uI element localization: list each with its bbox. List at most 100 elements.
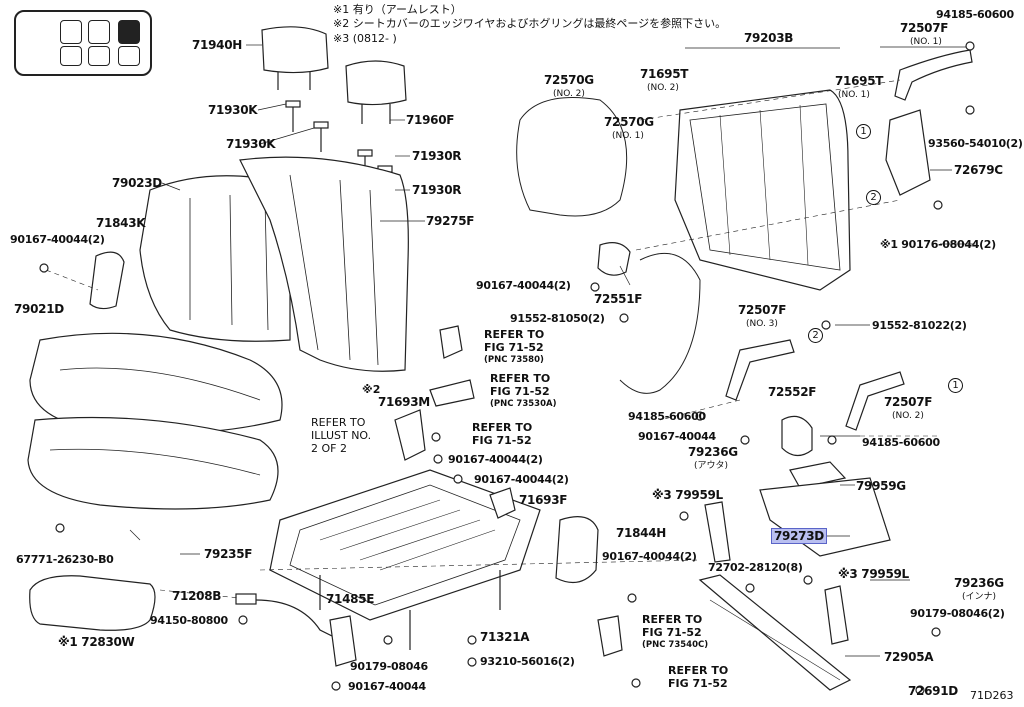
seat-cushion-79235F[interactable] [27, 416, 279, 510]
side-cover-71843K[interactable] [89, 251, 125, 310]
part-label-94185-60600[interactable]: 94185-60600 [628, 410, 706, 423]
circled-number-2: 2 [808, 328, 823, 343]
lever-72507F-no2[interactable] [845, 371, 905, 431]
part-label-71960F[interactable]: 71960F [406, 113, 455, 127]
part-label-67771-26230-B0[interactable]: 67771-26230-B0 [16, 553, 114, 566]
bracket-71693F[interactable] [489, 487, 516, 519]
part-label-90167-40044-2[interactable]: 90167-40044(2) [476, 279, 571, 292]
refer-to-fig-71-52[interactable]: REFER TO FIG 71-52 [472, 421, 532, 447]
part-label-71844H[interactable]: 71844H [616, 526, 666, 540]
highlight-79273D[interactable]: 79273D [771, 528, 827, 544]
part-label-90176-08044-2[interactable]: ※1 90176-08044(2) [880, 238, 996, 251]
strap-71208B[interactable] [235, 593, 357, 667]
cable-72570G-no2[interactable] [516, 97, 628, 217]
lever-72507F-no3[interactable] [725, 339, 795, 401]
part-label-93560-54010-2[interactable]: 93560-54010(2) [928, 137, 1023, 150]
thumb-cell-5[interactable] [88, 46, 110, 66]
part-label-72552F[interactable]: 72552F [768, 385, 817, 399]
part-label-79275F[interactable]: 79275F [426, 214, 475, 228]
part-label-94185-60600[interactable]: 94185-60600 [862, 436, 940, 449]
part-label-72507F-no1[interactable]: 72507F [900, 21, 949, 35]
part-label-93210-56016-2[interactable]: 93210-56016(2) [480, 655, 575, 668]
trim-79236G-inner[interactable] [824, 585, 849, 645]
part-label-71693M[interactable]: 71693M [378, 395, 430, 409]
part-label-72507F-no2[interactable]: 72507F [884, 395, 933, 409]
cover-79273D[interactable] [759, 477, 891, 557]
part-label-71930R[interactable]: 71930R [412, 183, 462, 197]
part-label-91552-81050-2[interactable]: 91552-81050(2) [510, 312, 605, 325]
refer-to-fig-71-52-pnc-73540C[interactable]: REFER TO FIG 71-52 (PNC 73540C) [642, 613, 708, 652]
seatback-frame-79203B[interactable] [674, 89, 851, 291]
part-label-90167-40044[interactable]: 90167-40044 [348, 680, 426, 693]
part-label-90167-40044-2[interactable]: 90167-40044(2) [474, 473, 569, 486]
part-label-79959G[interactable]: 79959G [856, 479, 906, 493]
part-label-94150-80800[interactable]: 94150-80800 [150, 614, 228, 627]
armrest-72830W[interactable] [29, 575, 156, 631]
trim-79236G-outer[interactable] [704, 501, 731, 563]
part-label-72551F[interactable]: 72551F [594, 292, 643, 306]
part-label-71930K[interactable]: 71930K [226, 137, 276, 151]
rail-72905A[interactable] [698, 574, 852, 691]
seatback-79023D[interactable] [139, 175, 291, 342]
part-label-79235F[interactable]: 79235F [204, 547, 253, 561]
part-label-79203B[interactable]: 79203B [744, 31, 794, 45]
part-label-72570G-no2[interactable]: 72570G [544, 73, 594, 87]
part-label-79959L[interactable]: ※3 79959L [838, 567, 909, 581]
lever-72507F-no1[interactable] [894, 49, 973, 101]
thumb-cell-selected[interactable] [118, 20, 140, 44]
thumb-cell-6[interactable] [118, 46, 140, 66]
seatback-79275F[interactable] [239, 156, 409, 372]
belt-buckle-73580[interactable] [439, 325, 463, 359]
part-label-90179-08046-2[interactable]: 90179-08046(2) [910, 607, 1005, 620]
bracket-71693M[interactable] [394, 409, 426, 461]
cover-71844H[interactable] [555, 516, 599, 584]
part-label-79236G-inner[interactable]: 79236G [954, 576, 1004, 590]
refer-to-fig-71-52-pnc-73530A[interactable]: REFER TO FIG 71-52 (PNC 73530A) [490, 372, 556, 411]
thumb-cell-2[interactable] [88, 20, 110, 44]
part-label-71843K[interactable]: 71843K [96, 216, 146, 230]
part-label-71321A[interactable]: 71321A [480, 630, 530, 644]
part-label-90167-40044[interactable]: 90167-40044 [638, 430, 716, 443]
cover-72679C[interactable] [885, 109, 931, 196]
part-label-71930R[interactable]: 71930R [412, 149, 462, 163]
belt-buckle-73530A[interactable] [429, 379, 475, 407]
part-label-71940H[interactable]: 71940H [192, 38, 242, 52]
thumb-cell-4[interactable] [60, 46, 82, 66]
refer-to-fig-71-52[interactable]: REFER TO FIG 71-52 [668, 664, 728, 690]
part-label-72905A[interactable]: 72905A [884, 650, 934, 664]
part-label-72830W[interactable]: ※1 72830W [58, 635, 135, 649]
part-label-72691D[interactable]: 72691D [908, 684, 958, 698]
part-label-72702-28120-8[interactable]: 72702-28120(8) [708, 561, 803, 574]
part-label-90167-40044-2[interactable]: 90167-40044(2) [602, 550, 697, 563]
refer-to-illust-2-of-2[interactable]: REFER TO ILLUST NO. 2 OF 2 [311, 416, 371, 455]
part-label-79273D-highlighted[interactable]: 79273D [771, 528, 827, 544]
headrest-71940H[interactable] [261, 26, 329, 90]
part-label-79023D[interactable]: 79023D [112, 176, 162, 190]
seat-position-thumbnail[interactable] [14, 10, 152, 76]
part-label-90167-40044-2[interactable]: 90167-40044(2) [10, 233, 105, 246]
cover-79959G[interactable] [789, 461, 847, 489]
part-label-94185-60600[interactable]: 94185-60600 [936, 8, 1014, 21]
part-label-72507F-no3[interactable]: 72507F [738, 303, 787, 317]
part-label-79236G-outer[interactable]: 79236G [688, 445, 738, 459]
bracket-72551F[interactable] [597, 242, 631, 276]
part-label-71693F[interactable]: 71693F [519, 493, 568, 507]
headrest-71960F[interactable] [345, 60, 407, 124]
part-label-71930K[interactable]: 71930K [208, 103, 258, 117]
part-label-72679C[interactable]: 72679C [954, 163, 1003, 177]
belt-buckle-73540C[interactable] [597, 615, 623, 657]
part-label-71695T-no1[interactable]: 71695T [835, 74, 884, 88]
cover-72552F[interactable] [781, 415, 813, 457]
part-label-90167-40044-2[interactable]: 90167-40044(2) [448, 453, 543, 466]
part-label-79021D[interactable]: 79021D [14, 302, 64, 316]
part-label-79959L[interactable]: ※3 79959L [652, 488, 723, 502]
part-label-71485E[interactable]: 71485E [326, 592, 375, 606]
part-label-71208B[interactable]: 71208B [172, 589, 222, 603]
cable-72570G-no1[interactable] [619, 252, 701, 394]
part-label-91552-81022-2[interactable]: 91552-81022(2) [872, 319, 967, 332]
thumb-cell-1[interactable] [60, 20, 82, 44]
part-label-71695T-no2[interactable]: 71695T [640, 67, 689, 81]
refer-to-fig-71-52-pnc-73580[interactable]: REFER TO FIG 71-52 (PNC 73580) [484, 328, 544, 367]
part-label-90179-08046[interactable]: 90179-08046 [350, 660, 428, 673]
part-label-72570G-no1[interactable]: 72570G [604, 115, 654, 129]
